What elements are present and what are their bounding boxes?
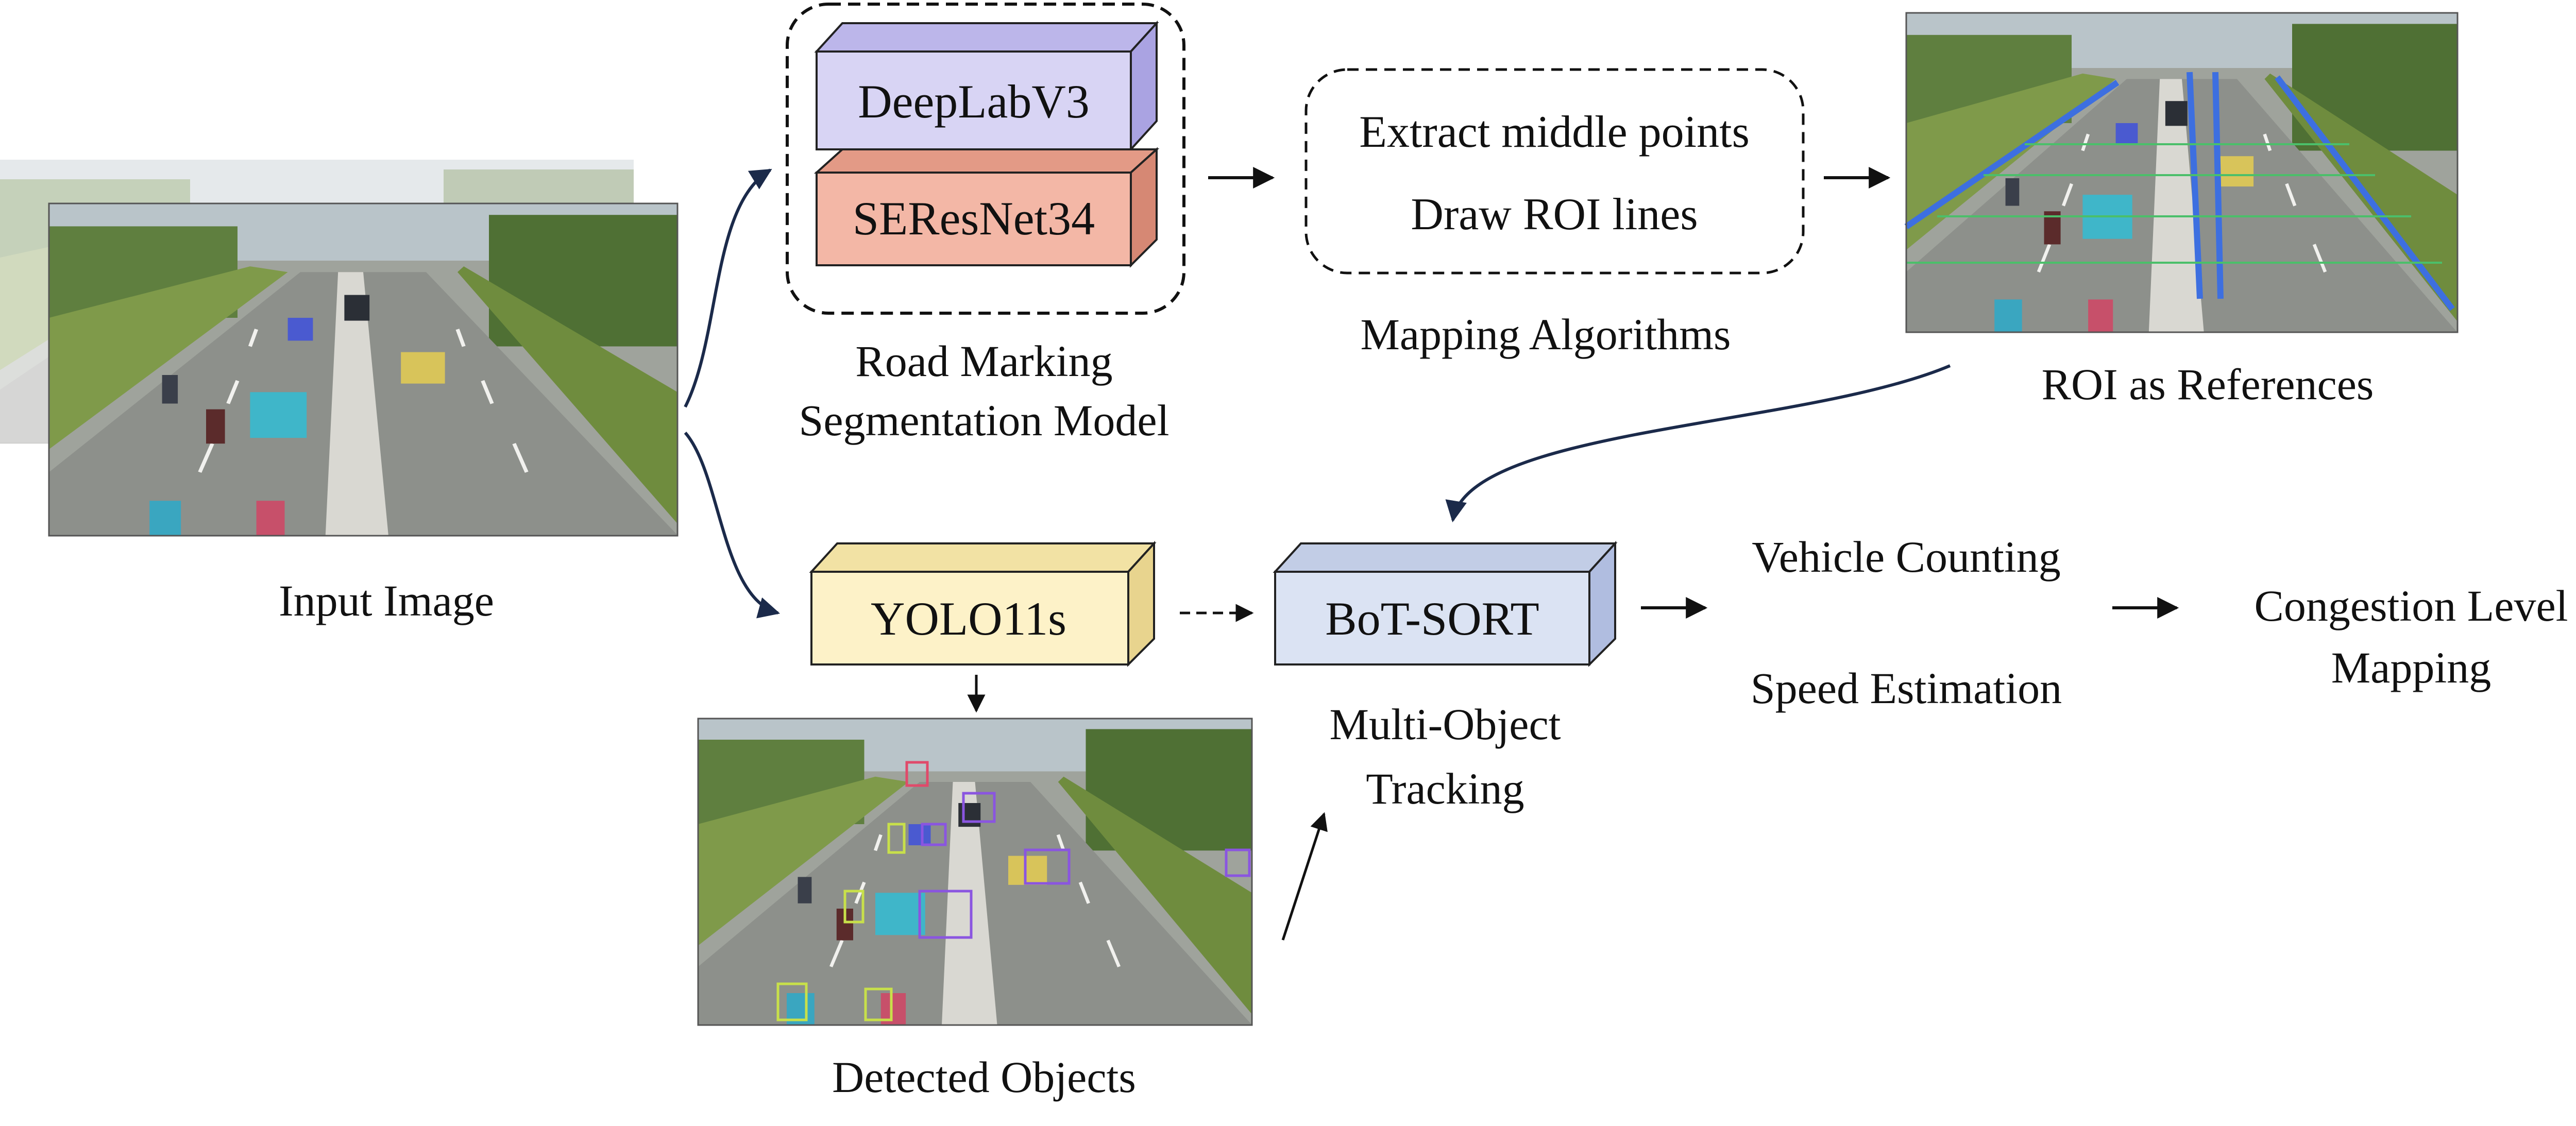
deeplabv3-block: DeepLabV3 [814,20,1159,152]
input-image-front [49,203,677,535]
seresnet34-label: SEResNet34 [853,192,1095,245]
roi-image [1904,13,2458,333]
mapping-box [1304,68,1805,275]
segmentation-caption-line1: Road Marking [855,336,1112,386]
roi-cross-lines [1906,143,2442,264]
detected-objects-image [698,719,1252,1025]
speed-estimation-label: Speed Estimation [1751,663,2062,713]
mapping-caption: Mapping Algorithms [1360,310,1731,359]
input-image-caption: Input Image [279,576,494,625]
yolo11s-label: YOLO11s [871,592,1066,645]
detected-to-tracker-arrow [1281,812,1328,941]
roi-caption: ROI as References [2042,360,2374,409]
segmentation-group-border [786,3,1185,315]
deeplabv3-label: DeepLabV3 [858,75,1090,128]
tracker-caption-line2: Tracking [1366,764,1524,813]
roi-to-tracker-arrow [1445,364,1951,523]
botsort-label: BoT-SORT [1325,592,1539,645]
congestion-line2: Mapping [2331,643,2492,692]
tracker-caption-line1: Multi-Object [1329,700,1561,749]
segmentation-caption-line2: Segmentation Model [799,396,1170,445]
input-to-segmentation-arrow [684,168,772,408]
detection-boxes [776,761,1251,1021]
mapping-line1: Extract middle points [1359,107,1750,157]
input-to-detector-arrow [684,432,781,619]
congestion-line1: Congestion Level [2254,581,2568,630]
input-image-stack [0,160,677,536]
yolo11s-block: YOLO11s [809,540,1157,667]
detected-objects-caption: Detected Objects [832,1052,1136,1102]
mapping-line2: Draw ROI lines [1411,190,1698,240]
botsort-block: BoT-SORT [1273,540,1618,667]
seresnet34-block: SEResNet34 [814,147,1160,268]
vehicle-counting-label: Vehicle Counting [1752,532,2061,582]
roi-lane-lines [1904,72,2455,311]
